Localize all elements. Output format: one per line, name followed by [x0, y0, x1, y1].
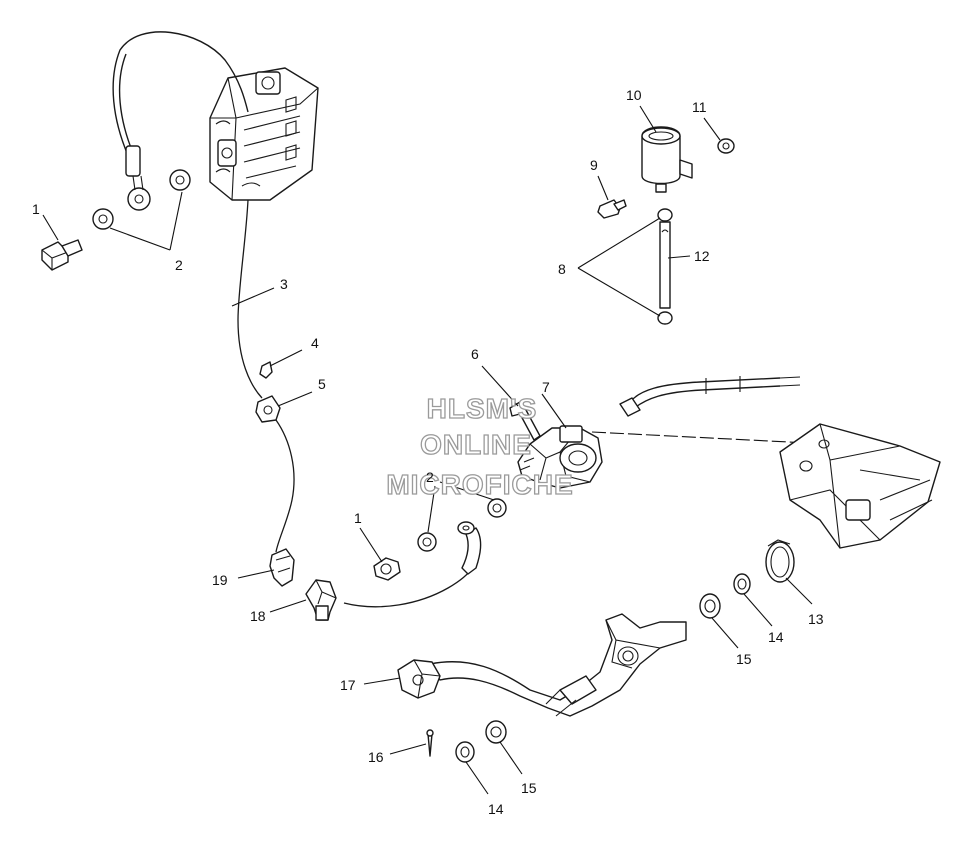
pedal-bushing-lower: [485, 720, 507, 744]
frame-bracket: [779, 423, 941, 549]
callout-15-upper: 15: [736, 651, 752, 667]
callout-2-lower: 2: [426, 469, 434, 485]
line-junction: [255, 395, 281, 423]
rear-master-cylinder: [517, 425, 603, 489]
pedal-washer-upper: [733, 573, 751, 595]
callout-2-upper: 2: [175, 257, 183, 273]
cotter-pin: [427, 733, 433, 757]
hose-bracket: [269, 548, 295, 587]
watermark-line-2: ONLINE: [420, 429, 532, 460]
callout-1-upper: 1: [32, 201, 40, 217]
line-clip: [259, 361, 273, 379]
pedal-washer-lower: [455, 741, 475, 763]
brake-hose-loop: [112, 31, 249, 161]
banjo-bolt-upper: [41, 239, 83, 271]
callout-1-lower: 1: [354, 510, 362, 526]
reservoir-screw: [597, 199, 627, 219]
watermark: HLSM'S ONLINE MICROFICHE: [386, 392, 574, 500]
callout-8: 8: [558, 261, 566, 277]
pedal-bushing-upper: [699, 593, 721, 619]
callout-13: 13: [808, 611, 824, 627]
watermark-line-1: HLSM'S: [427, 393, 538, 424]
callout-12: 12: [694, 248, 710, 264]
callout-14-upper: 14: [768, 629, 784, 645]
callout-4: 4: [311, 335, 319, 351]
brake-fluid-reservoir: [641, 126, 693, 193]
mounting-bolt: [509, 401, 541, 441]
leader-lines: [42, 105, 813, 795]
callout-9: 9: [590, 157, 598, 173]
callout-6: 6: [471, 346, 479, 362]
callout-16: 16: [368, 749, 384, 765]
banjo-bolt-lower: [373, 557, 401, 581]
callout-3: 3: [280, 276, 288, 292]
callout-18: 18: [250, 608, 266, 624]
callout-14-lower: 14: [488, 801, 504, 817]
callout-17: 17: [340, 677, 356, 693]
reservoir-hose: [657, 208, 673, 325]
brake-light-switch: [305, 579, 337, 621]
callout-7: 7: [542, 379, 550, 395]
brake-pedal: [397, 613, 687, 717]
watermark-line-3: MICROFICHE: [386, 469, 573, 500]
callout-10: 10: [626, 87, 642, 103]
sealing-washer-upper: [92, 169, 191, 230]
brake-line: [237, 199, 263, 399]
callout-5: 5: [318, 376, 326, 392]
callout-15-lower: 15: [521, 780, 537, 796]
return-spring: [765, 539, 795, 583]
master-cylinder-block: [209, 67, 319, 201]
callout-labels: 1 2 3 4 5 6 7 8 9 10 11 12 1 2 13 14 15 …: [32, 87, 824, 817]
callout-19: 19: [212, 572, 228, 588]
callout-11: 11: [692, 99, 707, 115]
reservoir-nut: [717, 138, 735, 154]
